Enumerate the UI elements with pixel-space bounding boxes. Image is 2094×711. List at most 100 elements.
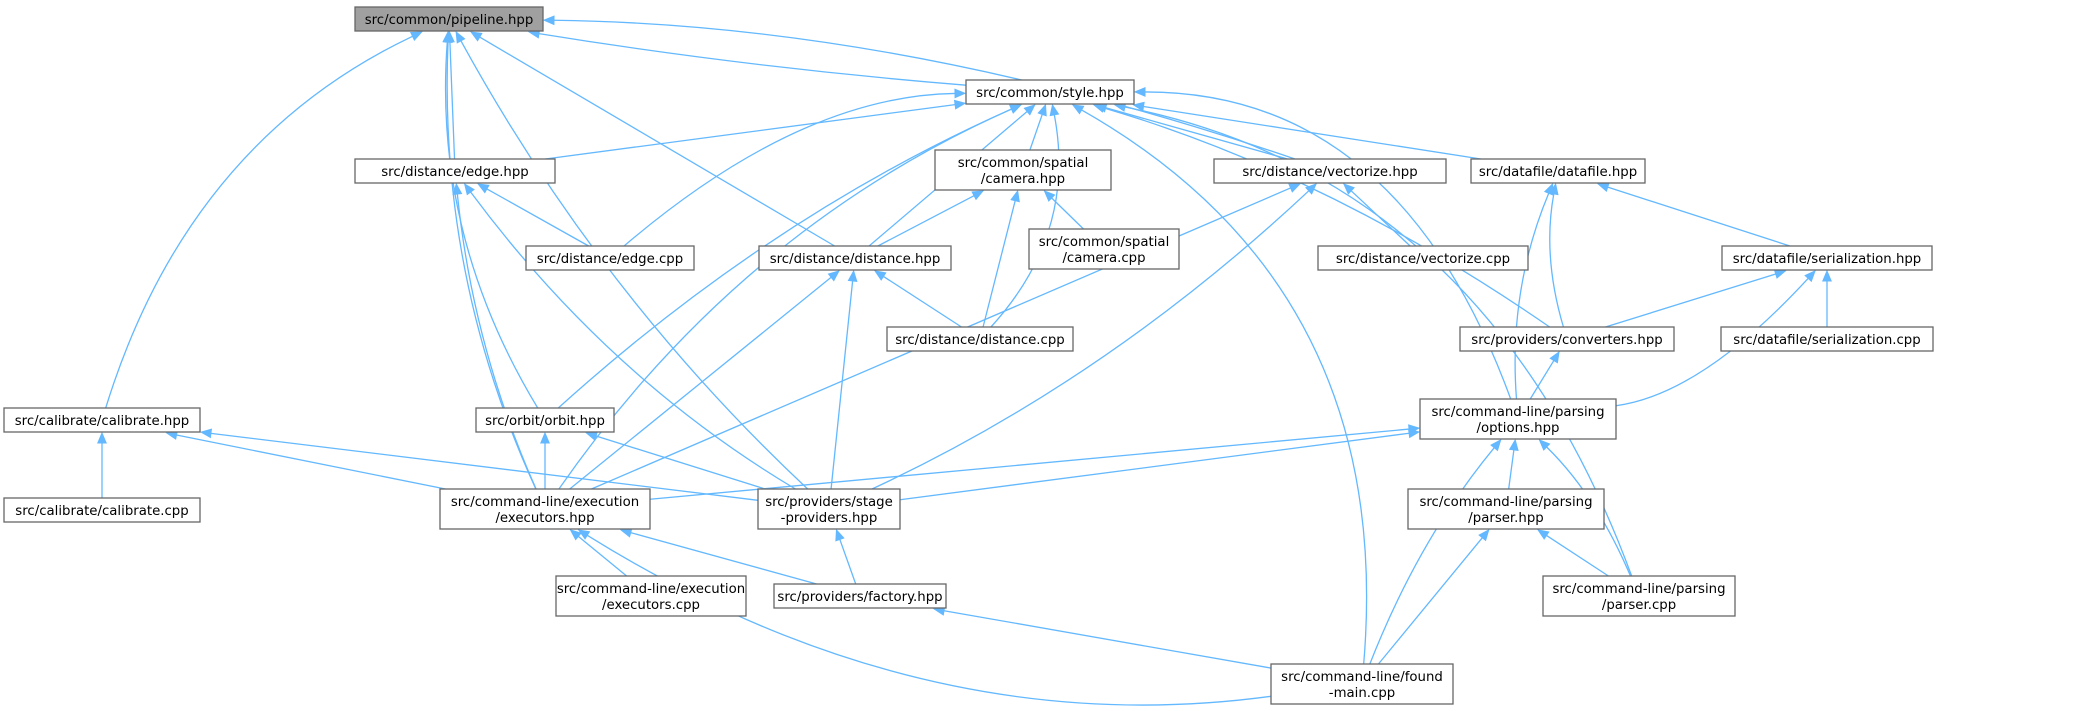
node-label: /parser.hpp xyxy=(1468,511,1543,526)
edge-arrowhead xyxy=(1508,438,1519,452)
edge-arrowhead xyxy=(1009,104,1022,114)
edge-line xyxy=(1103,107,1550,328)
node-label: src/datafile/serialization.hpp xyxy=(1733,252,1922,267)
node-label: src/command-line/parsing xyxy=(1552,582,1725,597)
edge-arrowhead xyxy=(971,190,985,201)
edge-line xyxy=(1143,105,1481,160)
edge-calibrate-hpp-to-executors-hpp xyxy=(165,430,446,490)
edge-line xyxy=(1607,186,1791,247)
node-label: src/common/spatial xyxy=(1039,235,1170,250)
edge-line xyxy=(1369,447,1495,665)
edge-stage-providers-hpp-to-factory-hpp xyxy=(835,528,857,585)
node-box xyxy=(758,245,952,271)
node-stage-providers-hpp[interactable]: src/providers/stage-providers.hpp xyxy=(757,488,901,530)
node-distance-hpp[interactable]: src/distance/distance.hpp xyxy=(758,245,952,271)
node-serialization-cpp[interactable]: src/datafile/serialization.cpp xyxy=(1720,326,1934,352)
node-orbit-hpp[interactable]: src/orbit/orbit.hpp xyxy=(475,407,615,433)
node-label: src/distance/edge.hpp xyxy=(381,165,529,180)
edge-line xyxy=(1029,114,1043,151)
node-box xyxy=(1721,245,1933,271)
edge-line xyxy=(569,276,832,490)
edge-factory-hpp-to-found-main-cpp xyxy=(932,605,1272,669)
node-parser-hpp[interactable]: src/command-line/parsing/parser.hpp xyxy=(1407,488,1605,530)
edge-spatial-camera-hpp-to-distance-hpp xyxy=(877,190,985,247)
node-found-main-cpp[interactable]: src/command-line/found-main.cpp xyxy=(1270,663,1454,705)
node-label: -main.cpp xyxy=(1329,686,1395,701)
node-label: src/distance/edge.cpp xyxy=(537,252,683,267)
node-converters-hpp[interactable]: src/providers/converters.hpp xyxy=(1459,326,1675,352)
edge-distance-hpp-to-distance-cpp xyxy=(873,270,962,328)
node-label: src/providers/stage xyxy=(765,495,893,510)
node-box xyxy=(1470,158,1646,184)
edge-orbit-hpp-to-stage-providers-hpp xyxy=(585,431,766,490)
edge-line xyxy=(470,191,796,490)
edge-arrowhead xyxy=(1407,428,1421,439)
node-serialization-hpp[interactable]: src/datafile/serialization.hpp xyxy=(1721,245,1933,271)
node-edge-hpp[interactable]: src/distance/edge.hpp xyxy=(354,158,556,184)
node-calibrate-cpp[interactable]: src/calibrate/calibrate.cpp xyxy=(3,497,201,523)
node-distance-cpp[interactable]: src/distance/distance.cpp xyxy=(886,326,1074,352)
edge-orbit-hpp-to-executors-hpp xyxy=(540,431,550,489)
node-label: src/command-line/execution xyxy=(451,495,639,510)
node-label: /options.hpp xyxy=(1477,421,1560,436)
edge-arrowhead xyxy=(1490,439,1502,452)
edge-arrowhead xyxy=(1092,103,1106,113)
edge-line xyxy=(871,190,1310,490)
edge-serialization-hpp-to-options-hpp xyxy=(1615,270,1816,407)
node-label: src/command-line/execution xyxy=(557,582,745,597)
node-label: src/datafile/serialization.cpp xyxy=(1733,333,1920,348)
edge-options-hpp-to-stage-providers-hpp xyxy=(899,428,1421,501)
edge-edge-hpp-to-executors-hpp xyxy=(452,182,537,490)
edge-arrowhead xyxy=(1023,104,1036,116)
edge-serialization-hpp-to-serialization-cpp xyxy=(1822,269,1832,327)
edge-datafile-hpp-to-serialization-hpp xyxy=(1596,182,1791,247)
node-label: src/providers/factory.hpp xyxy=(777,590,942,605)
edge-edge-hpp-to-edge-cpp xyxy=(477,183,589,247)
node-box xyxy=(1419,398,1617,440)
edge-arrowhead xyxy=(1773,269,1787,279)
node-box xyxy=(1720,326,1934,352)
node-label: src/common/spatial xyxy=(958,156,1089,171)
node-options-hpp[interactable]: src/command-line/parsing/options.hpp xyxy=(1419,398,1617,440)
edge-style-hpp-to-vectorize-hpp xyxy=(1094,103,1288,160)
edge-arrowhead xyxy=(577,529,591,540)
node-label: src/command-line/parsing xyxy=(1419,495,1592,510)
edge-arrowhead xyxy=(1543,182,1554,196)
node-label: /executors.cpp xyxy=(602,598,700,613)
node-pipeline-hpp[interactable]: src/common/pipeline.hpp xyxy=(354,6,544,32)
edge-pipeline-hpp-to-orbit-hpp xyxy=(442,30,539,409)
edge-style-hpp-to-edge-cpp xyxy=(623,88,967,247)
node-parser-cpp[interactable]: src/command-line/parsing/parser.cpp xyxy=(1542,575,1736,617)
node-box xyxy=(475,407,615,433)
node-label: src/common/style.hpp xyxy=(976,86,1124,101)
edge-line xyxy=(839,539,857,585)
node-edge-cpp[interactable]: src/distance/edge.cpp xyxy=(525,245,695,271)
node-calibrate-hpp[interactable]: src/calibrate/calibrate.hpp xyxy=(3,407,201,433)
node-label: src/orbit/orbit.hpp xyxy=(485,414,605,429)
edge-line xyxy=(105,35,413,409)
edge-line xyxy=(1529,360,1555,400)
edge-arrowhead xyxy=(585,431,598,441)
node-factory-hpp[interactable]: src/providers/factory.hpp xyxy=(773,583,947,609)
node-executors-hpp[interactable]: src/command-line/execution/executors.hpp xyxy=(439,488,651,530)
node-vectorize-hpp[interactable]: src/distance/vectorize.hpp xyxy=(1213,158,1447,184)
edge-arrowhead xyxy=(1549,350,1560,364)
edge-line xyxy=(456,193,537,490)
edge-line xyxy=(630,532,817,585)
edge-line xyxy=(444,41,539,409)
edge-pipeline-hpp-to-vectorize-hpp xyxy=(542,15,1296,160)
edge-line xyxy=(479,36,835,247)
node-vectorize-cpp[interactable]: src/distance/vectorize.cpp xyxy=(1317,245,1529,271)
node-label: src/distance/distance.cpp xyxy=(895,333,1064,348)
node-label: src/calibrate/calibrate.cpp xyxy=(15,504,188,519)
edge-line xyxy=(1350,190,1411,247)
node-spatial-camera-hpp[interactable]: src/common/spatial/camera.hpp xyxy=(934,149,1112,191)
node-executors-cpp[interactable]: src/command-line/execution/executors.cpp xyxy=(555,575,747,617)
node-spatial-camera-cpp[interactable]: src/common/spatial/camera.cpp xyxy=(1028,228,1180,270)
edge-arrowhead xyxy=(835,528,845,542)
edge-style-hpp-to-converters-hpp xyxy=(1092,103,1550,328)
node-style-hpp[interactable]: src/common/style.hpp xyxy=(965,79,1135,105)
node-datafile-hpp[interactable]: src/datafile/datafile.hpp xyxy=(1470,158,1646,184)
edge-pipeline-hpp-to-distance-hpp xyxy=(469,31,835,247)
edge-converters-hpp-to-options-hpp xyxy=(1529,350,1560,400)
